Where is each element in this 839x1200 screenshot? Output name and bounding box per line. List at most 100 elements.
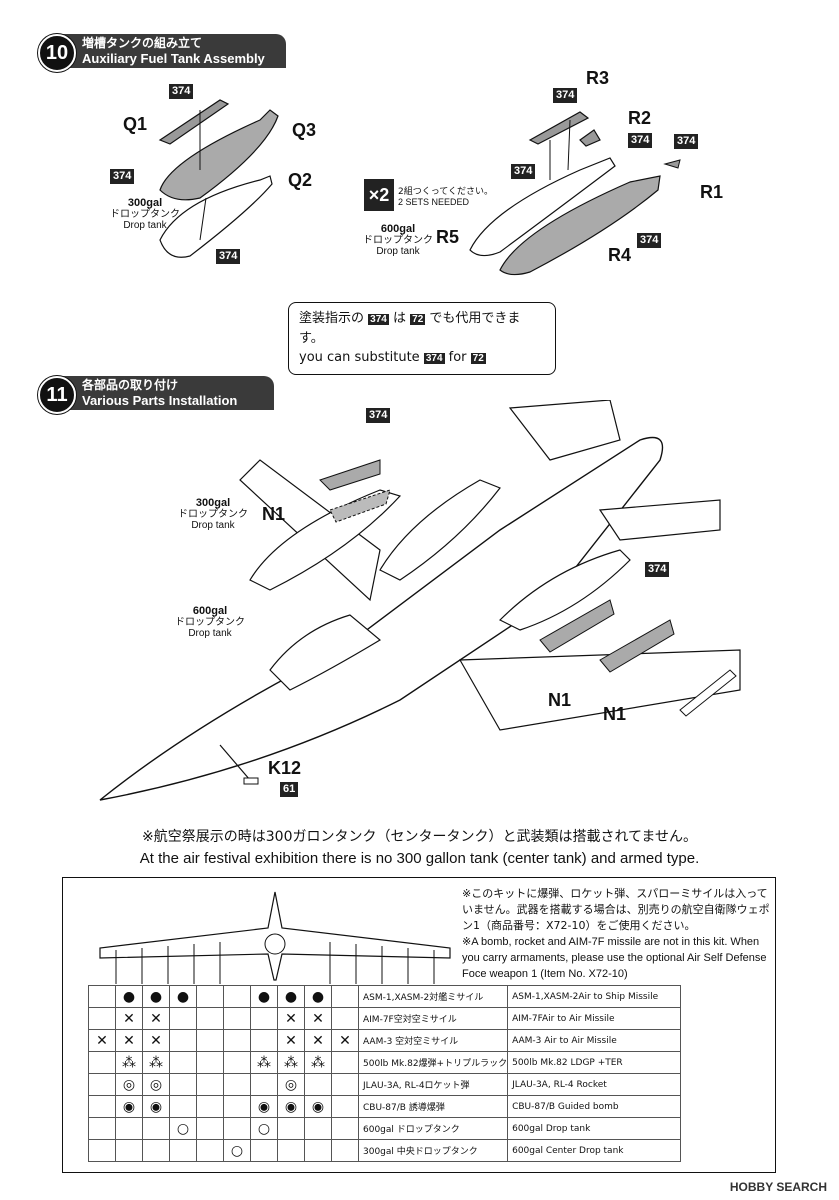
armament-slot (223, 1073, 251, 1096)
armament-slot: ◎ (115, 1073, 143, 1096)
armament-name-jp: JLAU-3A, RL-4ロケット弾 (357, 1073, 509, 1096)
step-10-title-bar: 増槽タンクの組み立て Auxiliary Fuel Tank Assembly (56, 34, 286, 68)
armament-slot (169, 1073, 197, 1096)
tank-300-jp: ドロップタンク (110, 209, 180, 220)
armament-slot: ✕ (304, 1007, 332, 1030)
armament-slot (196, 1095, 224, 1118)
armament-slot (331, 1051, 359, 1074)
color-374-tag: 374 (169, 84, 194, 99)
armament-slot (169, 1007, 197, 1030)
part-q2-label: Q2 (288, 170, 313, 190)
color-374-tag: 374 (628, 133, 653, 148)
armament-name-en: JLAU-3A, RL-4 Rocket (507, 1073, 682, 1096)
armament-name-en: 600gal Center Drop tank (507, 1139, 682, 1162)
color-72-chip: 72 (470, 353, 486, 364)
armament-slot (223, 985, 251, 1008)
tank-600-size-step11: 600gal (192, 605, 228, 617)
armament-slot (196, 985, 224, 1008)
fuel-tank-600-drawing (469, 111, 681, 276)
armament-slot (196, 1051, 224, 1074)
armament-slot (196, 1073, 224, 1096)
tank-300-jp-step11: ドロップタンク (178, 509, 248, 520)
armament-slot (250, 1029, 278, 1052)
armament-slot (223, 1051, 251, 1074)
armament-slot (331, 1139, 359, 1162)
armament-slot (223, 1007, 251, 1030)
festival-note-en: At the air festival exhibition there is … (139, 850, 700, 867)
part-r1-label: R1 (700, 182, 724, 202)
color-61-tag: 61 (280, 782, 299, 797)
step-10-title-en: Auxiliary Fuel Tank Assembly (82, 51, 265, 66)
armament-name-jp: 300gal 中央ドロップタンク (357, 1139, 509, 1162)
festival-note-jp: ※航空祭展示の時は300ガロンタンク（センタータンク）と武装類は搭載されてません… (142, 829, 697, 845)
armament-slot: ✕ (88, 1029, 116, 1052)
tank-600-jp-step11: ドロップタンク (175, 617, 245, 628)
watermark: HOBBY SEARCH (729, 1180, 827, 1194)
tank-300-size-step11: 300gal (195, 497, 231, 509)
armament-slot (223, 1117, 251, 1140)
color-374-tag: 374 (645, 562, 670, 577)
part-n1-label: N1 (262, 504, 286, 524)
armament-slot (304, 1139, 332, 1162)
armament-slot: ⁂ (115, 1051, 143, 1074)
armament-slot (88, 1051, 116, 1074)
armament-slot (196, 1139, 224, 1162)
armament-name-en: AIM-7FAir to Air Missile (507, 1007, 682, 1030)
armament-slot (331, 1117, 359, 1140)
tank-600-en: Drop tank (376, 246, 420, 257)
armament-slot: ⁂ (250, 1051, 278, 1074)
armament-slot (331, 1007, 359, 1030)
substitute-jp-pre: 塗装指示の (299, 311, 365, 326)
armament-slot: ◉ (277, 1095, 305, 1118)
armament-slot: ◉ (115, 1095, 143, 1118)
armament-slot (331, 1095, 359, 1118)
armament-name-jp: CBU-87/B 誘導爆弾 (357, 1095, 509, 1118)
armament-slot (169, 1051, 197, 1074)
armament-slot (169, 1139, 197, 1162)
armament-slot (304, 1117, 332, 1140)
step-11-title-jp: 各部品の取り付け (82, 378, 179, 392)
color-374-tag: 374 (553, 88, 578, 103)
part-k12-label: K12 (268, 758, 302, 778)
armament-slot (196, 1117, 224, 1140)
armament-slot: ◎ (277, 1073, 305, 1096)
kit-note: ※このキットに爆弾、ロケット弾、スパローミサイルは入っていません。武器を搭載する… (462, 886, 772, 982)
tank-300-caption: 300gal ドロップタンク Drop tank (100, 197, 190, 232)
tank-300-en-step11: Drop tank (191, 520, 235, 531)
step-11-number: 11 (38, 376, 76, 414)
substitute-note: 塗装指示の 374 は 72 でも代用できます。 you can substit… (288, 302, 556, 375)
aircraft-topview-icon (99, 891, 451, 984)
color-72-chip: 72 (410, 314, 426, 325)
armament-slot (223, 1095, 251, 1118)
armament-slot: ● (169, 985, 197, 1008)
armament-slot (277, 1117, 305, 1140)
color-374-tag: 374 (511, 164, 536, 179)
tank-300-en: Drop tank (123, 220, 167, 231)
armament-slot (250, 1007, 278, 1030)
step-11-title-bar: 各部品の取り付け Various Parts Installation (56, 376, 274, 410)
armament-slot (196, 1029, 224, 1052)
armament-slot: ✕ (277, 1007, 305, 1030)
kit-note-en: ※A bomb, rocket and AIM-7F missile are n… (462, 936, 767, 980)
tank-600-caption-step11: 600gal ドロップタンク Drop tank (170, 605, 250, 640)
step-10-header: 増槽タンクの組み立て Auxiliary Fuel Tank Assembly … (38, 34, 286, 72)
part-r5-label: R5 (436, 227, 460, 247)
color-374-tag: 374 (674, 134, 699, 149)
armament-slot (115, 1117, 143, 1140)
armament-slot: ○ (169, 1117, 197, 1140)
armament-slot (88, 1139, 116, 1162)
tank-300-size: 300gal (127, 197, 163, 209)
armament-slot (223, 1029, 251, 1052)
armament-slot (88, 1073, 116, 1096)
part-r4-label: R4 (608, 245, 632, 265)
armament-slot: ● (304, 985, 332, 1008)
armament-slot: ○ (223, 1139, 251, 1162)
armament-slot: ⁂ (142, 1051, 170, 1074)
armament-slot: ✕ (277, 1029, 305, 1052)
substitute-jp-post: でも代用できます。 (299, 311, 521, 346)
color-374-tag: 374 (637, 233, 662, 248)
